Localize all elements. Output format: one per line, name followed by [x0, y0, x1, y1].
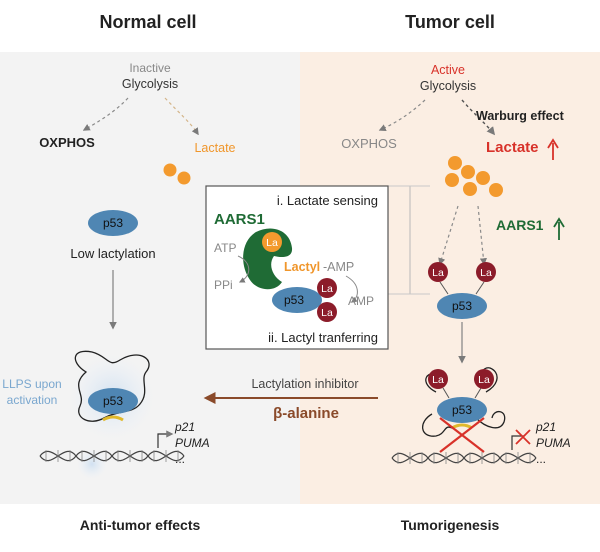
- tumor-la-mark: [474, 369, 494, 389]
- lactyl-transferring-step: ii. Lactyl tranferring: [268, 330, 378, 345]
- inset-la-label: La: [321, 307, 333, 319]
- tumor-dna-binding-mark: [451, 423, 473, 430]
- tumor-glycolysis-state: Active: [431, 63, 465, 77]
- normal-dna-basepairs: [45, 450, 179, 462]
- transcription-blocked-cross-icon: [515, 429, 531, 445]
- mechanism-inset-box: [205, 185, 389, 350]
- tumorigenesis-label: Tumorigenesis: [401, 517, 500, 533]
- tumor-oxphos-arrow: [378, 99, 426, 131]
- normal-p53-chromatin-loop: [74, 350, 150, 422]
- tumor-lactate-molecule: [476, 171, 490, 185]
- inset-la-bound-label: La: [266, 237, 278, 249]
- la-linker: [475, 281, 485, 295]
- inset-la-mark: [317, 278, 337, 298]
- normal-glycolysis-state: Inactive: [129, 61, 171, 75]
- tumor-gene-puma: PUMA: [536, 436, 571, 450]
- tumor-lactate-label: Lactate: [486, 139, 539, 156]
- normal-cell-title: Normal cell: [99, 12, 196, 32]
- llps-label-line1: LLPS upon: [2, 377, 61, 391]
- lactyl-amp-suffix: -AMP: [323, 260, 354, 274]
- tumor-aars1-label: AARS1: [496, 217, 544, 233]
- tumor-lactate-arrow: [461, 99, 496, 136]
- la-linker: [442, 387, 450, 399]
- tumor-la-mark: [428, 369, 448, 389]
- tumor-la-label: La: [478, 374, 490, 386]
- tumor-p53-inactive: [437, 397, 487, 423]
- tumor-lactate-molecule: [489, 183, 503, 197]
- tumor-la-label: La: [480, 267, 492, 279]
- tumor-oxphos-label: OXPHOS: [341, 136, 397, 151]
- la-linker: [474, 387, 482, 399]
- lactate-sensing-step: i. Lactate sensing: [277, 193, 378, 208]
- tumor-dna-basepairs: [397, 452, 531, 464]
- normal-gene-puma: PUMA: [175, 436, 210, 450]
- normal-glycolysis-label: Glycolysis: [122, 77, 178, 91]
- normal-lactate-molecule: [163, 163, 177, 177]
- normal-dna-strand: [39, 450, 185, 462]
- tumor-cell-title: Tumor cell: [405, 12, 495, 32]
- inset-la-label: La: [321, 283, 333, 295]
- tumor-glycolysis-label: Glycolysis: [420, 79, 476, 93]
- tumor-p53-label: p53: [452, 299, 472, 313]
- tumor-la-mark: [428, 262, 448, 282]
- inset-p53-protein: [272, 287, 322, 313]
- normal-p53-protein: [88, 210, 138, 236]
- normal-oxphos-arrow: [82, 97, 129, 131]
- tumor-lactylation-arrow: [438, 205, 459, 266]
- lactate-up-arrow-head-icon: [547, 138, 559, 149]
- tumor-lactate-molecule: [461, 165, 475, 179]
- inset-p53-label: p53: [284, 293, 304, 307]
- tumor-chromatin-loop: [422, 367, 506, 437]
- tumor-p53-inactive-label: p53: [452, 403, 472, 417]
- normal-transcription-arrow: [157, 430, 174, 448]
- tumor-transcription-line: [511, 435, 524, 450]
- tumor-gene-p21: p21: [535, 420, 556, 434]
- tumor-la-label: La: [432, 374, 444, 386]
- aars1-up-arrow-head-icon: [553, 217, 565, 228]
- lactyl-transfer-arrow: [345, 275, 358, 303]
- tumor-lactate-molecule: [448, 156, 462, 170]
- beta-alanine-label: β-alanine: [273, 405, 339, 422]
- lactylation-inhibitor-label: Lactylation inhibitor: [251, 377, 358, 391]
- tumor-la-label: La: [432, 267, 444, 279]
- atp-label: ATP: [214, 241, 236, 255]
- tumor-lactylation-arrow: [477, 205, 487, 266]
- normal-dna-binding-mark: [102, 415, 124, 422]
- tumor-p53-lactylated: [437, 293, 487, 319]
- normal-p53-protein-active: [88, 388, 138, 414]
- tumor-la-mark: [476, 262, 496, 282]
- la-linker: [439, 281, 449, 295]
- inset-la-mark: [317, 302, 337, 322]
- inset-aars1-label: AARS1: [214, 211, 265, 228]
- normal-p53-active-label: p53: [103, 394, 123, 408]
- tumor-gene-ellipsis: ...: [536, 452, 546, 466]
- normal-lactate-label: Lactate: [194, 141, 235, 155]
- ppi-label: PPi: [214, 278, 233, 292]
- normal-oxphos-label: OXPHOS: [39, 135, 95, 150]
- normal-low-lactylation-label: Low lactylation: [70, 246, 155, 261]
- warburg-effect-label: Warburg effect: [476, 109, 565, 123]
- tumor-lactate-molecule: [445, 173, 459, 187]
- amp-label: AMP: [348, 294, 374, 308]
- normal-lactate-arrow: [164, 97, 199, 136]
- normal-lactate-molecule: [177, 171, 191, 185]
- atp-ppi-arrow: [237, 255, 250, 283]
- tumor-lactate-molecule: [463, 182, 477, 196]
- anti-tumor-effects-label: Anti-tumor effects: [80, 517, 201, 533]
- normal-gene-p21: p21: [174, 420, 195, 434]
- llps-label-line2: activation: [7, 393, 58, 407]
- normal-dna-glow: [77, 449, 107, 479]
- normal-p53-label: p53: [103, 216, 123, 230]
- tumor-dna-strand: [391, 452, 537, 464]
- inset-la-bound: [262, 232, 282, 252]
- binding-blocked-cross-icon: [439, 417, 485, 453]
- normal-gene-ellipsis: ...: [175, 452, 185, 466]
- lactyl-label: Lactyl: [284, 260, 320, 274]
